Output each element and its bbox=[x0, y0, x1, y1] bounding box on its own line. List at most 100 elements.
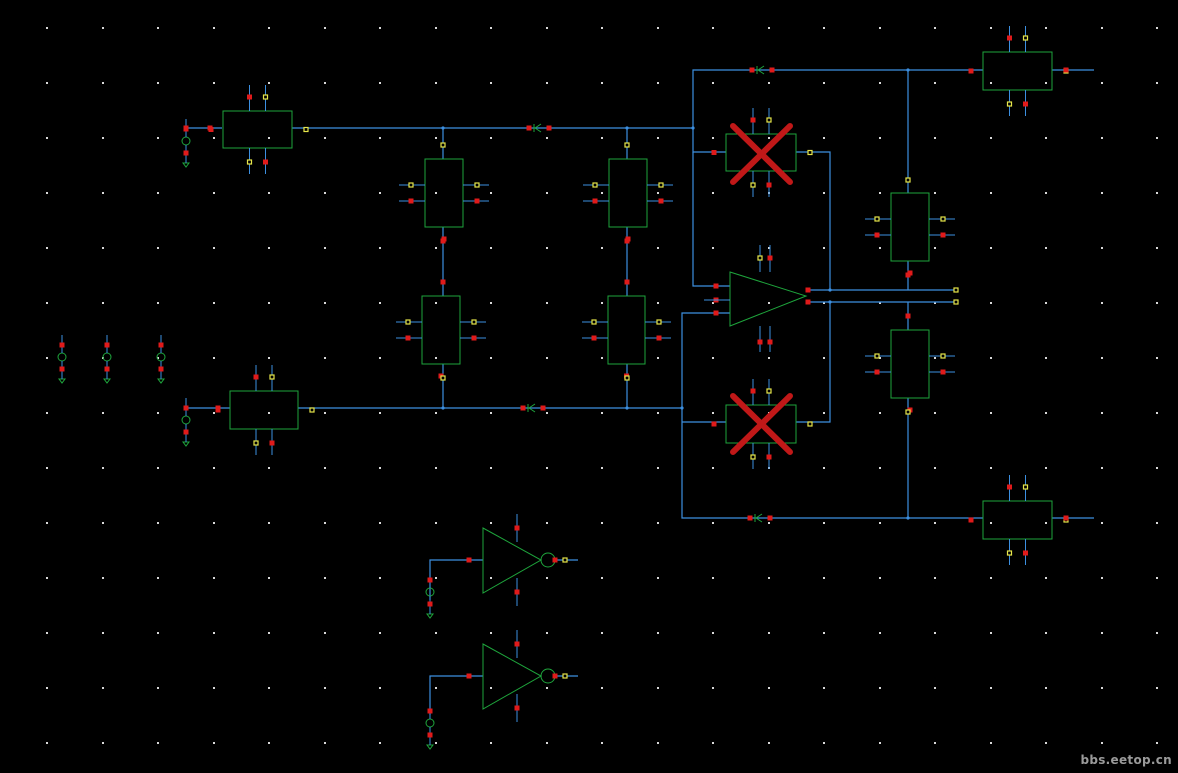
watermark-text: bbs.eetop.cn bbox=[1080, 753, 1172, 767]
grid-dot bbox=[712, 192, 714, 194]
grid-dot bbox=[157, 632, 159, 634]
pin-yellow bbox=[1006, 550, 1013, 556]
grid-dot bbox=[102, 412, 104, 414]
grid-dot bbox=[712, 357, 714, 359]
switch-body[interactable] bbox=[222, 110, 293, 149]
switch-body[interactable] bbox=[890, 329, 930, 399]
bus-switch-top[interactable] bbox=[533, 123, 542, 133]
grid-dot bbox=[546, 357, 548, 359]
grid-dot bbox=[490, 632, 492, 634]
grid-dot bbox=[213, 357, 215, 359]
grid-dot bbox=[268, 522, 270, 524]
pin-yellow bbox=[953, 287, 959, 293]
input-switch-bottom[interactable] bbox=[229, 390, 299, 430]
grid-dot bbox=[546, 467, 548, 469]
switch-right-top[interactable] bbox=[890, 192, 930, 262]
grid-dot bbox=[990, 467, 992, 469]
inverter-1[interactable] bbox=[482, 527, 556, 594]
grid-dot bbox=[1156, 522, 1158, 524]
amplifier[interactable] bbox=[729, 271, 808, 327]
switch-icon[interactable] bbox=[533, 123, 542, 133]
grid-dot bbox=[157, 302, 159, 304]
switch-body[interactable] bbox=[607, 295, 646, 365]
grid-dot bbox=[768, 742, 770, 744]
switch-body[interactable] bbox=[421, 295, 461, 365]
grid-dot bbox=[768, 27, 770, 29]
pin-red bbox=[520, 405, 526, 411]
grid-dot bbox=[1101, 137, 1103, 139]
grid-dot bbox=[934, 522, 936, 524]
switch-right-bottom[interactable] bbox=[890, 329, 930, 399]
switch-icon[interactable] bbox=[756, 65, 765, 75]
switch-body[interactable] bbox=[982, 500, 1053, 540]
pin-red bbox=[207, 125, 213, 131]
inverter-2[interactable] bbox=[482, 643, 556, 710]
grid-dot bbox=[324, 742, 326, 744]
rail-switch-top[interactable] bbox=[756, 65, 765, 75]
pin-yellow bbox=[253, 440, 259, 446]
voltage-source-icon[interactable] bbox=[181, 415, 191, 425]
grid-dot bbox=[268, 577, 270, 579]
pin-red bbox=[766, 182, 772, 188]
pin-yellow bbox=[757, 255, 763, 261]
pin-red bbox=[874, 369, 880, 375]
switch-body[interactable] bbox=[608, 158, 648, 228]
switch-body[interactable] bbox=[890, 192, 930, 262]
grid-dot bbox=[823, 467, 825, 469]
pin-yellow bbox=[246, 159, 253, 165]
switch-body[interactable] bbox=[725, 133, 797, 172]
bus-switch-bottom[interactable] bbox=[527, 403, 536, 413]
switch-c2-top[interactable] bbox=[608, 158, 648, 228]
pin-yellow bbox=[905, 177, 911, 183]
switch-body[interactable] bbox=[424, 158, 464, 228]
switch-body[interactable] bbox=[229, 390, 299, 430]
grid-dot bbox=[546, 192, 548, 194]
pin-red bbox=[656, 335, 662, 341]
grid-dot bbox=[435, 412, 437, 414]
grid-dot bbox=[435, 192, 437, 194]
inverter-body[interactable] bbox=[482, 643, 543, 710]
grid-dot bbox=[1045, 27, 1047, 29]
rail-switch-bottom[interactable] bbox=[754, 513, 763, 523]
switch-c1-bottom[interactable] bbox=[421, 295, 461, 365]
grid-dot bbox=[657, 577, 659, 579]
voltage-source-icon[interactable] bbox=[102, 352, 112, 362]
voltage-source-icon[interactable] bbox=[425, 718, 435, 728]
grid-dot bbox=[546, 27, 548, 29]
grid-dot bbox=[601, 247, 603, 249]
pin-yellow bbox=[807, 149, 813, 156]
amplifier-body[interactable] bbox=[729, 271, 808, 327]
input-switch-top[interactable] bbox=[222, 110, 293, 149]
inverter-body[interactable] bbox=[482, 527, 543, 594]
voltage-source-icon[interactable] bbox=[57, 352, 67, 362]
pin-yellow bbox=[1022, 484, 1029, 490]
voltage-source-icon[interactable] bbox=[181, 136, 191, 146]
red-x-icon bbox=[730, 123, 793, 185]
switch-c1-top[interactable] bbox=[424, 158, 464, 228]
switch-c2-bottom[interactable] bbox=[607, 295, 646, 365]
switch-icon[interactable] bbox=[527, 403, 536, 413]
output-switch-top[interactable] bbox=[982, 51, 1053, 91]
grid-dot bbox=[712, 522, 714, 524]
grid-dot bbox=[1101, 632, 1103, 634]
grid-dot bbox=[435, 687, 437, 689]
grid-dot bbox=[435, 27, 437, 29]
grid-dot bbox=[768, 687, 770, 689]
grid-dot bbox=[213, 742, 215, 744]
grid-dot bbox=[490, 522, 492, 524]
pin-red bbox=[183, 405, 189, 411]
switch-upper-disabled[interactable] bbox=[725, 133, 797, 172]
grid-dot bbox=[934, 27, 936, 29]
pin-yellow bbox=[303, 126, 309, 133]
switch-lower-disabled[interactable] bbox=[725, 404, 797, 444]
grid-dot bbox=[157, 742, 159, 744]
wire-top-to-amp bbox=[692, 152, 730, 287]
switch-body[interactable] bbox=[982, 51, 1053, 91]
pin-yellow bbox=[309, 407, 315, 413]
switch-body[interactable] bbox=[725, 404, 797, 444]
component-layer[interactable] bbox=[57, 51, 1053, 750]
switch-icon[interactable] bbox=[754, 513, 763, 523]
output-switch-bottom[interactable] bbox=[982, 500, 1053, 540]
